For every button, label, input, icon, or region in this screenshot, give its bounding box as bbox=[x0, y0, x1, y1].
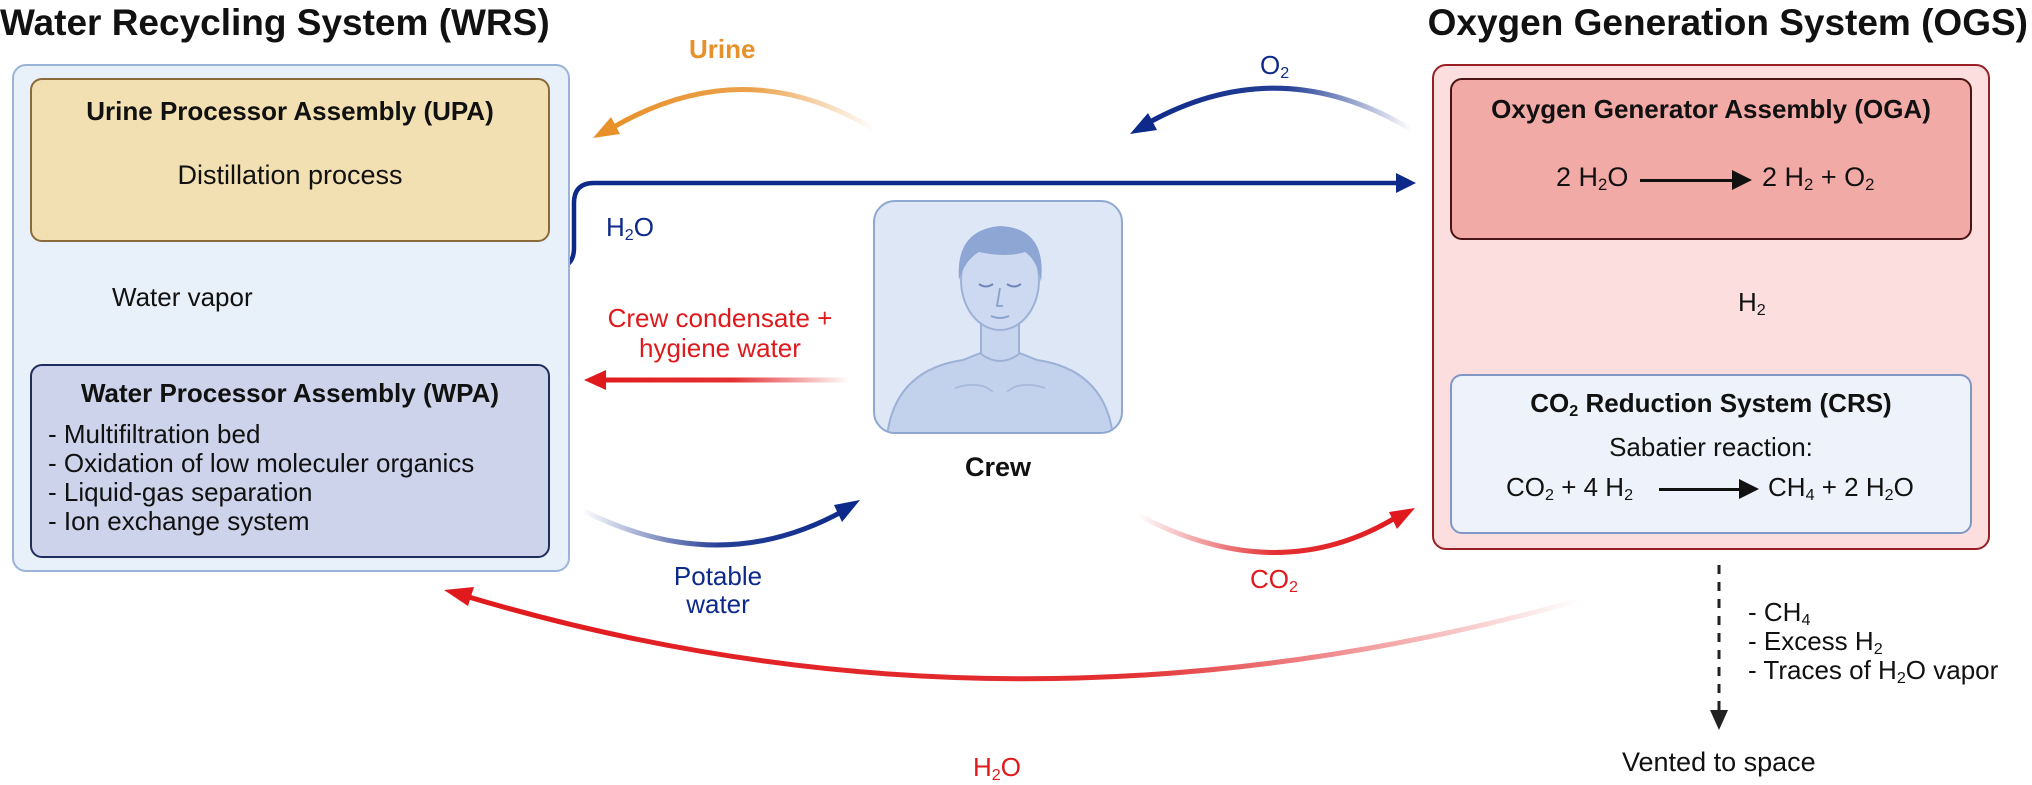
list-item: - Multifiltration bed bbox=[48, 419, 261, 449]
crew-card bbox=[873, 200, 1123, 434]
wpa-box: Water Processor Assembly (WPA) - Multifi… bbox=[30, 364, 550, 558]
list-item: - CH4 bbox=[1748, 597, 1811, 630]
wrs-title: Water Recycling System (WRS) bbox=[0, 2, 550, 43]
ogs-panel: Oxygen Generator Assembly (OGA) 2 H2O 2 … bbox=[1432, 64, 1990, 550]
h2o-return-flow-label: H2O bbox=[973, 752, 1021, 785]
wrs-panel: Urine Processor Assembly (UPA) Distillat… bbox=[12, 64, 570, 572]
list-item: - Oxidation of low moleculer organics bbox=[48, 448, 475, 478]
condensate-flow-label: Crew condensate + hygiene water bbox=[607, 303, 833, 363]
crew-person-icon bbox=[886, 226, 1114, 432]
vent-gas-list: - CH4 - Excess H2 - Traces of H2O vapor bbox=[1748, 597, 1999, 688]
oga-equation-right: 2 H2 + O2 bbox=[1762, 162, 1875, 195]
oga-equation-left: 2 H2O bbox=[1556, 162, 1629, 195]
crs-box: CO2 Reduction System (CRS) Sabatier reac… bbox=[1450, 374, 1972, 534]
co2-flow-label: CO2 bbox=[1250, 564, 1298, 597]
urine-flow-arrow bbox=[610, 87, 877, 133]
upa-title: Urine Processor Assembly (UPA) bbox=[86, 96, 494, 126]
co2-flow-arrow bbox=[1136, 512, 1402, 555]
urine-arrowhead bbox=[593, 117, 620, 138]
water-vapor-label: Water vapor bbox=[112, 282, 253, 312]
o2-flow-arrow bbox=[1146, 85, 1414, 133]
co2-arrowhead bbox=[1389, 508, 1415, 529]
potable-water-flow-arrow bbox=[580, 507, 847, 548]
oga-reaction-arrow-line bbox=[1640, 179, 1734, 182]
h2o-feed-arrowhead bbox=[1396, 173, 1416, 193]
crs-subtitle: Sabatier reaction: bbox=[1609, 432, 1813, 462]
upa-box: Urine Processor Assembly (UPA) Distillat… bbox=[30, 78, 550, 242]
vent-arrowhead bbox=[1710, 710, 1728, 730]
o2-arrowhead bbox=[1130, 113, 1157, 134]
oga-box: Oxygen Generator Assembly (OGA) 2 H2O 2 … bbox=[1450, 78, 1972, 240]
condensate-arrowhead bbox=[584, 370, 606, 390]
list-item: - Excess H2 bbox=[1748, 626, 1883, 659]
crs-title: CO2 Reduction System (CRS) bbox=[1530, 388, 1892, 421]
potable-water-flow-label: Potable water bbox=[673, 561, 763, 619]
list-item: - Traces of H2O vapor bbox=[1748, 655, 1999, 688]
crs-equation-left: CO2 + 4 H2 bbox=[1506, 472, 1634, 505]
wpa-title: Water Processor Assembly (WPA) bbox=[80, 378, 500, 408]
urine-flow-label: Urine bbox=[689, 34, 756, 64]
crs-equation-right: CH4 + 2 H2O bbox=[1768, 472, 1914, 505]
crs-reaction-arrowhead bbox=[1739, 479, 1759, 499]
h2-label: H2 bbox=[1738, 287, 1766, 320]
potable-water-arrowhead bbox=[834, 500, 860, 522]
list-item: - Ion exchange system bbox=[48, 506, 310, 536]
h2o-feed-flow-label: H2O bbox=[606, 212, 654, 245]
wpa-feature-list: - Multifiltration bed - Oxidation of low… bbox=[48, 420, 474, 536]
upa-text: Distillation process bbox=[177, 160, 403, 190]
h2o-return-flow-arrow bbox=[461, 592, 1581, 682]
h2o-return-arrowhead bbox=[444, 587, 474, 606]
oga-title: Oxygen Generator Assembly (OGA) bbox=[1491, 94, 1931, 124]
vent-destination-label: Vented to space bbox=[1622, 747, 1816, 777]
o2-flow-label: O2 bbox=[1260, 50, 1290, 83]
oga-reaction-arrowhead bbox=[1732, 170, 1752, 190]
ogs-title: Oxygen Generation System (OGS) bbox=[1427, 2, 2028, 43]
crs-reaction-arrow-line bbox=[1659, 488, 1741, 491]
list-item: - Liquid-gas separation bbox=[48, 477, 313, 507]
crew-label: Crew bbox=[964, 452, 1032, 482]
